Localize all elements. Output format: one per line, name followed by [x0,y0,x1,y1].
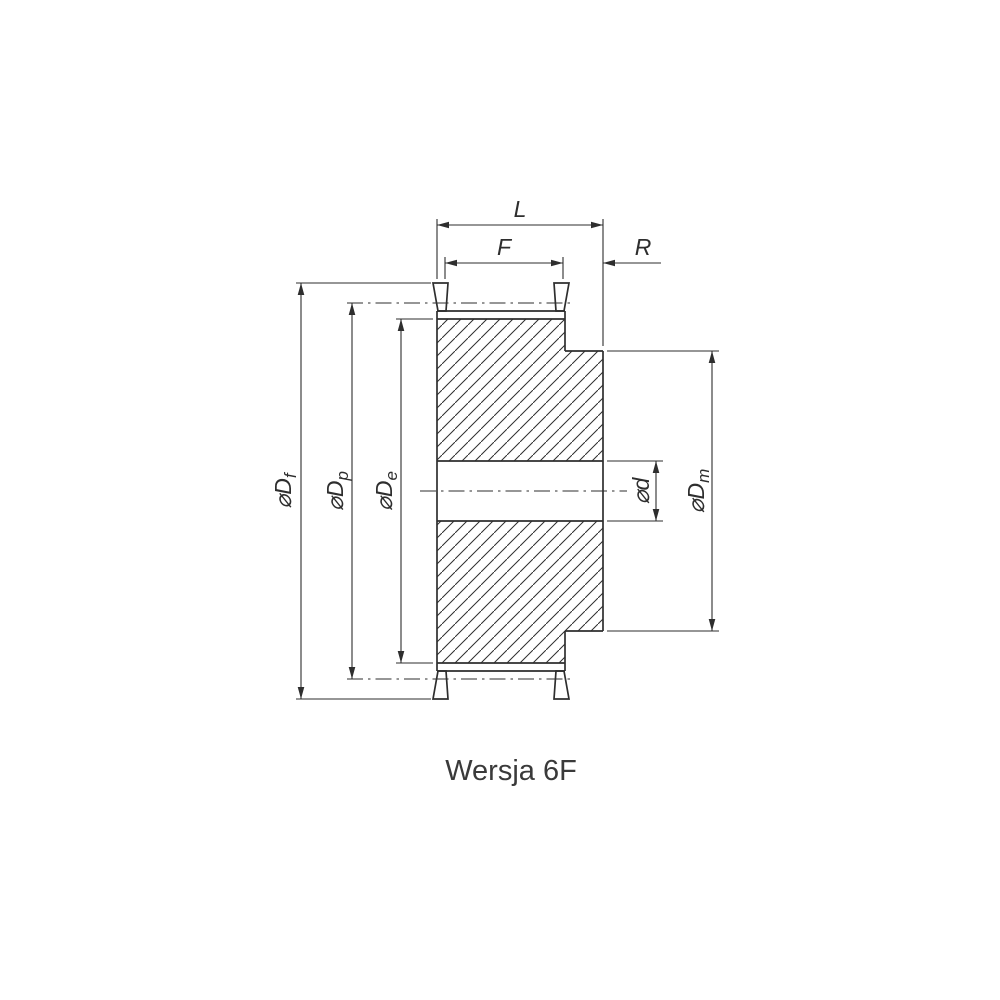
label-De-main: ⌀D [371,481,397,511]
drawing-caption: Wersja 6F [445,755,577,787]
dimension-L [436,219,604,346]
label-L: L [514,196,527,222]
dimension-labels: L F R ⌀Df ⌀Dp ⌀De ⌀d ⌀Dm [270,196,713,513]
dimension-Dm [607,350,719,632]
label-R: R [635,234,652,260]
label-Dp-main: ⌀D [322,481,348,511]
label-Dm-main: ⌀D [683,483,709,513]
hatch-lower-body [437,521,603,663]
label-De: ⌀De [371,471,401,511]
dimension-Df [296,282,431,700]
label-Dm: ⌀Dm [683,469,713,514]
label-F: F [497,234,513,260]
label-De-sub: e [382,471,401,480]
flange-top-left [431,282,449,312]
label-Dp: ⌀Dp [322,471,352,511]
label-d: ⌀d [628,476,654,504]
flange-bottom-right [553,670,571,700]
dimension-De [396,318,433,664]
flange-bottom-left [431,670,449,700]
label-Df: ⌀Df [270,471,300,508]
label-Dp-sub: p [333,471,352,481]
label-Dm-sub: m [694,469,713,483]
dimension-F [444,257,564,279]
flanges [431,282,571,700]
dimension-d [607,460,663,522]
drawing-linework [296,219,719,700]
label-Df-sub: f [281,471,300,478]
centerlines [347,302,627,680]
flange-top-right [553,282,571,312]
label-Df-main: ⌀D [270,478,296,508]
hatch-upper-body [437,319,603,461]
